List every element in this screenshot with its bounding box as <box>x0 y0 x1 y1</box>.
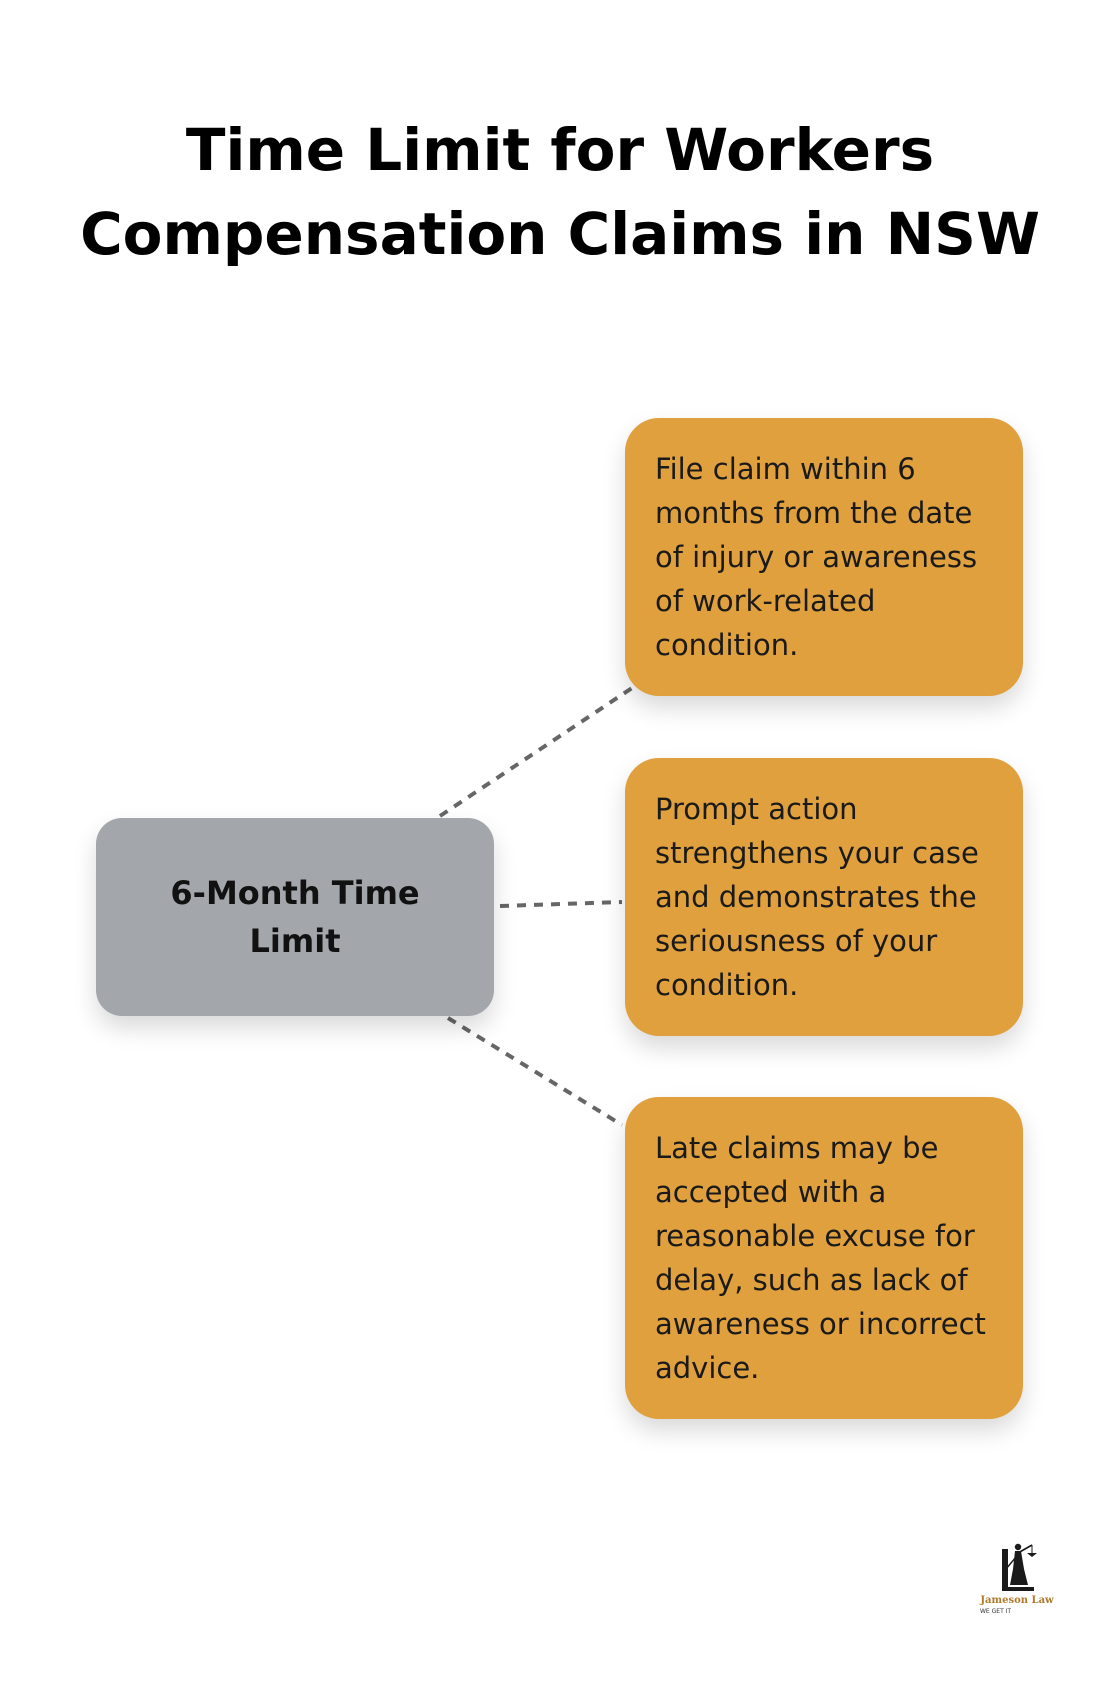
logo-name: Jameson Law <box>980 1595 1054 1606</box>
card-prompt-action: Prompt action strengthens your case and … <box>625 758 1023 1036</box>
lady-justice-icon <box>1002 1543 1037 1591</box>
jameson-law-logo: Jameson Law WE GET IT <box>972 1535 1062 1615</box>
center-node-label: 6-Month Time Limit <box>170 874 420 960</box>
card-file-claim: File claim within 6 months from the date… <box>625 418 1023 696</box>
connector-line-top <box>438 686 634 818</box>
card-text: Prompt action strengthens your case and … <box>655 792 979 1002</box>
connector-line-bottom <box>446 1016 624 1127</box>
center-node: 6-Month Time Limit <box>96 818 494 1016</box>
card-late-claims: Late claims may be accepted with a reaso… <box>625 1097 1023 1419</box>
connector-line-middle <box>499 900 623 908</box>
logo-tagline: WE GET IT <box>980 1608 1012 1615</box>
card-text: File claim within 6 months from the date… <box>655 452 978 662</box>
card-text: Late claims may be accepted with a reaso… <box>655 1131 986 1385</box>
page-title: Time Limit for Workers Compensation Clai… <box>80 116 1040 268</box>
